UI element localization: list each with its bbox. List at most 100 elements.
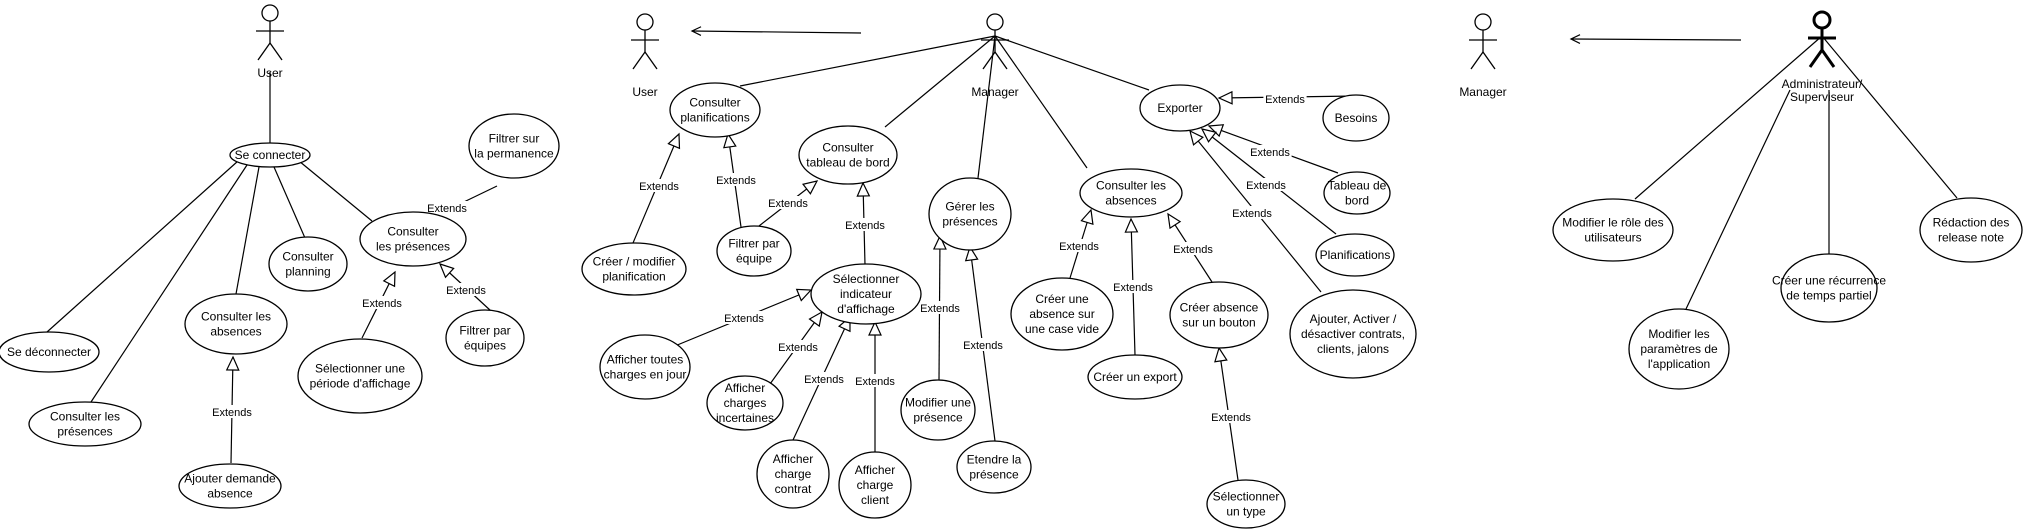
actor-left-leg: [1808, 49, 1824, 68]
actor-name: Administrateur/Superviseur: [1782, 77, 1863, 104]
use-case-ellipse: [716, 225, 792, 277]
use-case-ellipse: [1289, 289, 1417, 379]
actor-head: [1812, 10, 1832, 30]
extends-label: Extends: [920, 303, 960, 315]
association-line: [273, 166, 306, 239]
extends-label: Extends: [963, 340, 1003, 352]
actor-left-leg: [257, 42, 271, 61]
extends-label-bg: [918, 301, 962, 314]
generalization-arrows-layer: [690, 26, 1742, 44]
extends-triangle: [1167, 212, 1182, 230]
actor-left-leg: [1470, 51, 1484, 70]
association-line: [739, 35, 996, 87]
use-case-label: Besoins: [1335, 111, 1378, 125]
extends-triangle: [802, 180, 819, 195]
extends-label: Extends: [639, 181, 679, 193]
extends-label: Extends: [768, 198, 808, 210]
extends-triangle: [1189, 129, 1204, 146]
extends-label: Extends: [427, 203, 467, 215]
actor-right-leg: [644, 51, 658, 70]
use-case-ajouter-activer: Ajouter, Activer /désactiver contrats,cl…: [1289, 289, 1417, 379]
extends-label: Extends: [845, 220, 885, 232]
actor-right-leg: [994, 51, 1008, 70]
use-case-ellipse: [359, 211, 467, 267]
extends-label-bg: [843, 218, 887, 231]
generalization-arrowhead: [690, 26, 702, 36]
extends-triangle: [1200, 128, 1217, 143]
association-line: [994, 35, 1150, 91]
use-case-ellipse: [798, 125, 898, 185]
use-case-ellipse: [669, 82, 761, 138]
actor-name: User: [632, 85, 657, 99]
association-line: [46, 160, 239, 333]
associations-layer: [46, 35, 1958, 403]
association-line: [977, 35, 996, 179]
extends-label-bg: [766, 196, 810, 209]
extends-label: Extends: [446, 285, 486, 297]
association-line: [1634, 35, 1823, 200]
extends-label: Extends: [855, 376, 895, 388]
actor-user-mid: User: [631, 13, 659, 99]
extends-triangle: [438, 263, 455, 279]
extends-label: Extends: [212, 407, 252, 419]
extends-label-bg: [1171, 242, 1215, 255]
extends-label-bg: [1209, 410, 1253, 423]
extends-label-bg: [1111, 280, 1155, 293]
extends-label-bg: [444, 283, 488, 296]
extends-triangle: [868, 320, 882, 336]
actor-right-leg: [269, 42, 283, 61]
actor-name: User: [257, 66, 282, 80]
extends-label-bg: [637, 179, 681, 192]
generalization-arrow-line: [1570, 38, 1742, 41]
use-case-ellipse: [599, 334, 691, 400]
use-case-ellipse: [1139, 84, 1221, 132]
use-case-ellipse: [445, 309, 525, 367]
extends-triangle: [723, 132, 737, 149]
use-case-ellipse: [1315, 233, 1395, 277]
use-case-ellipse: [1919, 197, 2023, 263]
extends-label-bg: [1244, 178, 1288, 191]
generalization-arrow-line: [691, 30, 862, 34]
use-case-ellipse: [468, 113, 560, 179]
use-case-ellipse: [1206, 479, 1286, 529]
extends-label-bg: [714, 173, 758, 186]
actor-head: [986, 13, 1004, 31]
use-case-ellipse: [928, 177, 1012, 251]
use-case-ellipse: [1780, 253, 1878, 323]
extends-triangle: [1080, 208, 1094, 226]
extends-label-bg: [776, 340, 820, 353]
use-case-ellipse: [297, 338, 423, 414]
extends-triangle: [1207, 124, 1225, 138]
extends-triangle: [1214, 346, 1228, 363]
use-case-exporter: Exporter: [1139, 84, 1221, 132]
use-case-ellipse: [900, 379, 976, 441]
